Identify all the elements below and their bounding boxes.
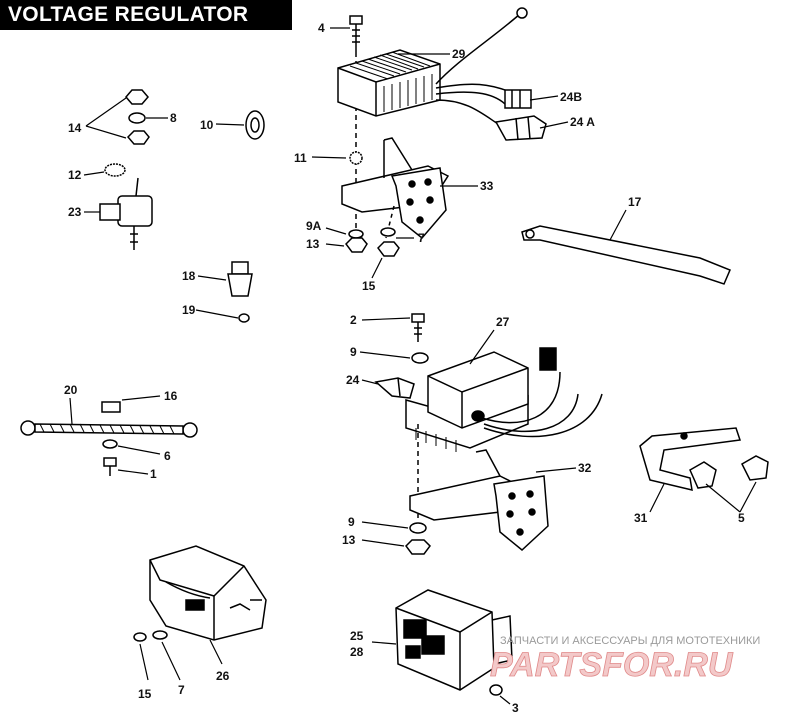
star-washer-10 [245, 110, 265, 140]
callout-11: 11 [294, 151, 307, 165]
callout-33: 33 [480, 179, 494, 193]
bolt-5a [689, 461, 717, 489]
callout-18: 18 [182, 269, 196, 283]
terminal-stud-23 [99, 177, 153, 250]
callout-15-lower: 15 [138, 687, 152, 701]
callout-15-upper: 15 [362, 279, 376, 293]
callout-1: 1 [150, 467, 157, 481]
callout-7-lower: 7 [178, 683, 185, 697]
connector-24 [374, 377, 415, 399]
callout-24a: 24 A [570, 115, 595, 129]
bracket-31 [639, 427, 741, 491]
screw-1 [103, 457, 117, 476]
watermark-brand: PARTSFOR.RU [490, 646, 734, 684]
nut-15-lower [133, 632, 147, 642]
callout-23: 23 [68, 205, 82, 219]
callout-16: 16 [164, 389, 178, 403]
lockwasher-8 [128, 112, 146, 124]
callout-26: 26 [216, 669, 230, 683]
callout-2: 2 [350, 313, 357, 327]
bracket-32 [409, 449, 549, 551]
callout-25: 25 [350, 629, 364, 643]
callout-4: 4 [318, 21, 325, 35]
washer-9a [348, 229, 364, 239]
callout-29: 29 [452, 47, 466, 61]
callout-labels: 4 29 24B 24 A 11 33 9A 13 7 15 14 8 10 1… [64, 21, 745, 715]
lockwasher-11 [349, 151, 363, 165]
washer-9-lower [409, 522, 427, 534]
callout-12: 12 [68, 168, 82, 182]
washer-9 [411, 352, 429, 364]
callout-31: 31 [634, 511, 648, 525]
screw-2 [411, 313, 425, 342]
callout-5: 5 [738, 511, 745, 525]
diagram-title: VOLTAGE REGULATOR [0, 0, 292, 30]
screw-3 [489, 684, 503, 696]
callout-9-lower: 9 [348, 515, 355, 529]
ground-strap-20 [20, 420, 198, 438]
lockwasher-6 [102, 439, 118, 449]
regulator-26 [149, 545, 267, 641]
callout-24: 24 [346, 373, 360, 387]
leader-lines [69, 27, 757, 705]
watermark-tagline: ЗАПЧАСТИ И АКСЕССУАРЫ ДЛЯ МОТОТЕХНИКИ [500, 635, 760, 647]
bracket-33 [341, 137, 450, 240]
callout-27: 27 [496, 315, 510, 329]
nut-19 [238, 313, 250, 323]
callout-24b: 24B [560, 90, 582, 104]
callout-13-upper: 13 [306, 237, 320, 251]
callout-3: 3 [512, 701, 519, 715]
callout-9a: 9A [306, 219, 322, 233]
regulator-27 [405, 347, 603, 452]
callout-6: 6 [164, 449, 171, 463]
star-washer-12 [104, 163, 126, 177]
nut-14-bottom [126, 130, 150, 145]
bolt-5b [741, 455, 769, 481]
callout-28: 28 [350, 645, 364, 659]
callout-8: 8 [170, 111, 177, 125]
regulator-25-28 [395, 589, 513, 691]
callout-17: 17 [628, 195, 642, 209]
callout-19: 19 [182, 303, 196, 317]
ring-terminal [516, 7, 528, 19]
regulator-29 [337, 13, 521, 125]
callout-14: 14 [68, 121, 82, 135]
nut-15 [377, 241, 400, 257]
callout-20: 20 [64, 383, 78, 397]
watermark: ЗАПЧАСТИ И АКСЕССУАРЫ ДЛЯ МОТОТЕХНИКИ PA… [490, 635, 761, 684]
callout-10: 10 [200, 118, 214, 132]
clip-16 [101, 401, 121, 413]
nut-14-top [125, 89, 149, 105]
grommet-18 [227, 261, 253, 297]
bracket-17 [521, 225, 731, 285]
connector-24a [494, 115, 547, 141]
washer-7-lower [152, 630, 168, 640]
nut-13-lower [405, 539, 431, 555]
nut-13 [345, 237, 368, 253]
connector-24b [504, 89, 532, 109]
washer-7 [380, 227, 396, 237]
screw-4 [349, 15, 363, 52]
callout-13-lower: 13 [342, 533, 356, 547]
callout-32: 32 [578, 461, 592, 475]
callout-9-upper: 9 [350, 345, 357, 359]
callout-7-upper: 7 [418, 231, 425, 245]
